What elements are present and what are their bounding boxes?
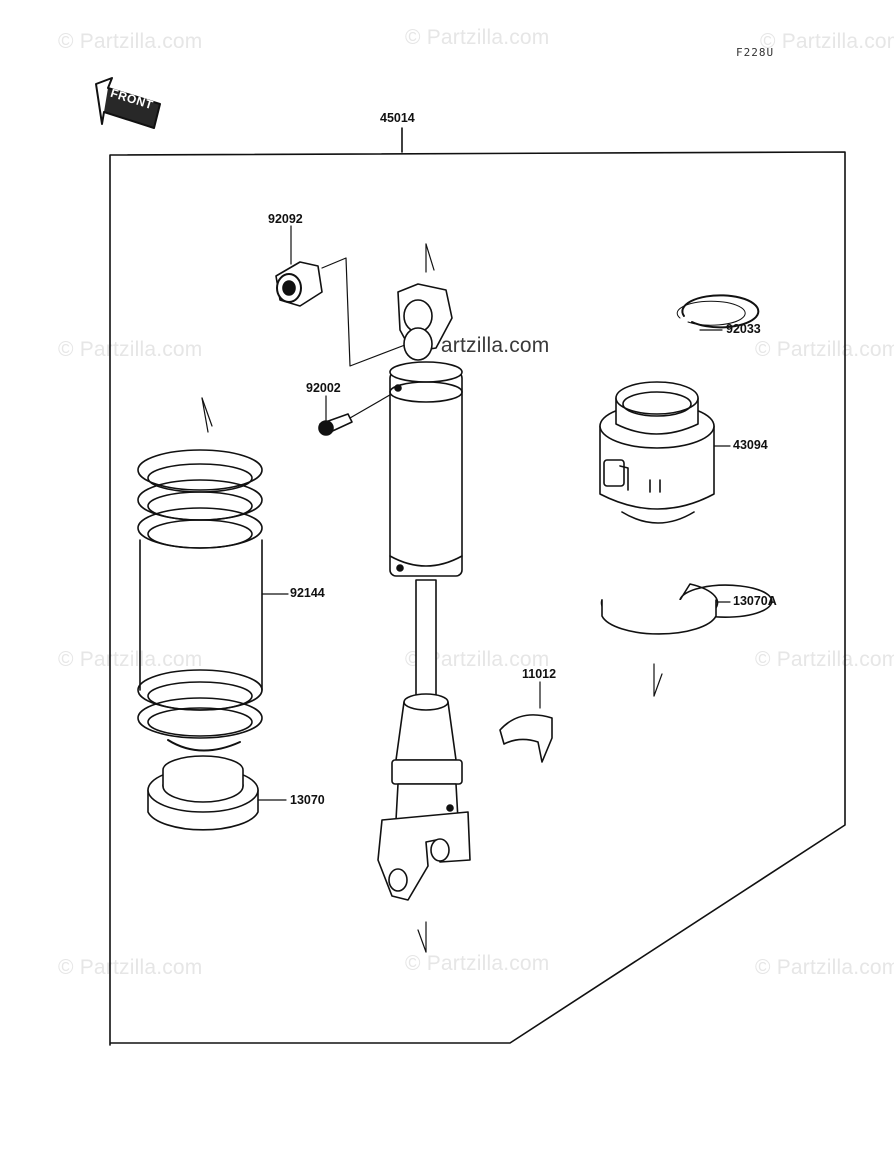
part-label-92092[interactable]: 92092 bbox=[268, 212, 303, 226]
watermark-top-right: © Partzilla.com bbox=[760, 30, 894, 53]
figure-code: F228U bbox=[736, 46, 775, 59]
watermark-bottom-left: © Partzilla.com bbox=[58, 956, 203, 979]
part-label-13070[interactable]: 13070 bbox=[290, 793, 325, 807]
watermark-low-left: © Partzilla.com bbox=[58, 648, 203, 671]
spring-guide-a-part bbox=[600, 583, 773, 697]
watermark-low-center: © Partzilla.com bbox=[405, 648, 550, 671]
shock-body-part bbox=[377, 243, 471, 953]
part-label-92033[interactable]: 92033 bbox=[726, 322, 761, 336]
part-label-13070a[interactable]: 13070A bbox=[733, 594, 777, 608]
retainer-part bbox=[499, 681, 553, 763]
bushing-part bbox=[275, 225, 419, 367]
bolt-part bbox=[318, 391, 396, 436]
watermark-bottom-right: © Partzilla.com bbox=[755, 956, 894, 979]
spring-part bbox=[137, 397, 289, 752]
spring-guide-part bbox=[147, 755, 287, 831]
adjuster-part bbox=[599, 381, 731, 524]
assembly-outline bbox=[109, 127, 846, 1046]
watermark-low-right: © Partzilla.com bbox=[755, 648, 894, 671]
part-label-92002[interactable]: 92002 bbox=[306, 381, 341, 395]
front-arrow-icon bbox=[95, 77, 161, 129]
part-label-43094[interactable]: 43094 bbox=[733, 438, 768, 452]
circlip-part bbox=[676, 294, 760, 331]
watermark-top-center: © Partzilla.com bbox=[405, 26, 550, 49]
part-label-45014[interactable]: 45014 bbox=[380, 111, 415, 125]
watermark-bottom-center: © Partzilla.com bbox=[405, 952, 550, 975]
watermark-top-left: © Partzilla.com bbox=[58, 30, 203, 53]
part-label-92144[interactable]: 92144 bbox=[290, 586, 325, 600]
watermark-mid-right: © Partzilla.com bbox=[755, 338, 894, 361]
watermark-mid-left: © Partzilla.com bbox=[58, 338, 203, 361]
part-label-11012[interactable]: 11012 bbox=[522, 667, 557, 681]
